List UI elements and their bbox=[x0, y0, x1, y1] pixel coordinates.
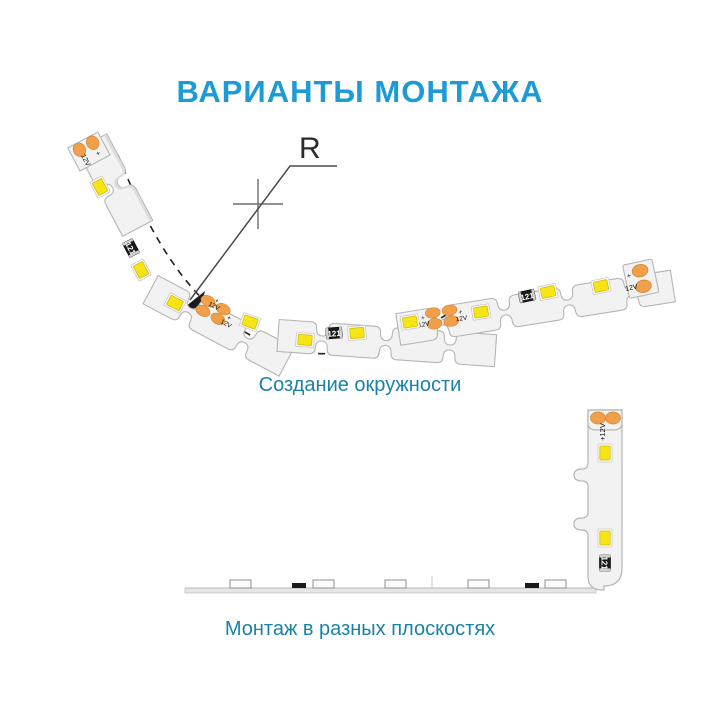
voltage-marker-vertical: +12V bbox=[598, 423, 607, 441]
caption-different-planes: Монтаж в разных плоскостях bbox=[224, 618, 496, 640]
strip-power-pads-2: + 12V + 12V bbox=[418, 303, 468, 331]
radius-label: R bbox=[299, 132, 321, 165]
strip-power-pads-1: + 12V + 12V bbox=[193, 292, 233, 330]
svg-text:12V: 12V bbox=[418, 320, 431, 329]
radius-leader-line bbox=[185, 165, 337, 313]
svg-text:+12V: +12V bbox=[598, 423, 607, 441]
strip-edge-on-run bbox=[184, 576, 597, 594]
svg-text:+: + bbox=[421, 315, 426, 323]
radius-center-crosshair bbox=[233, 179, 283, 229]
svg-text:+: + bbox=[226, 314, 233, 322]
svg-text:12V: 12V bbox=[455, 315, 468, 324]
svg-text:+: + bbox=[213, 297, 220, 305]
caption-circle-creation: Создание окружности bbox=[258, 374, 462, 396]
strip-end-pads-right: + 12V bbox=[622, 258, 660, 299]
svg-text:+: + bbox=[93, 150, 101, 157]
svg-text:+: + bbox=[626, 273, 631, 281]
strip-segment-b bbox=[142, 274, 295, 377]
strip-vertical-run: +12V bbox=[573, 409, 623, 591]
svg-text:12V: 12V bbox=[219, 318, 233, 330]
page-title: ВАРИАНТЫ МОНТАЖА bbox=[176, 74, 544, 109]
strip-end-pads-topleft: + 12V bbox=[67, 131, 111, 172]
diagram-circle-creation: R + 12V bbox=[67, 131, 676, 377]
svg-text:+: + bbox=[458, 309, 463, 317]
svg-text:12V: 12V bbox=[207, 301, 221, 313]
svg-text:12V: 12V bbox=[625, 284, 639, 294]
diagram-different-planes: +12V bbox=[184, 409, 623, 594]
